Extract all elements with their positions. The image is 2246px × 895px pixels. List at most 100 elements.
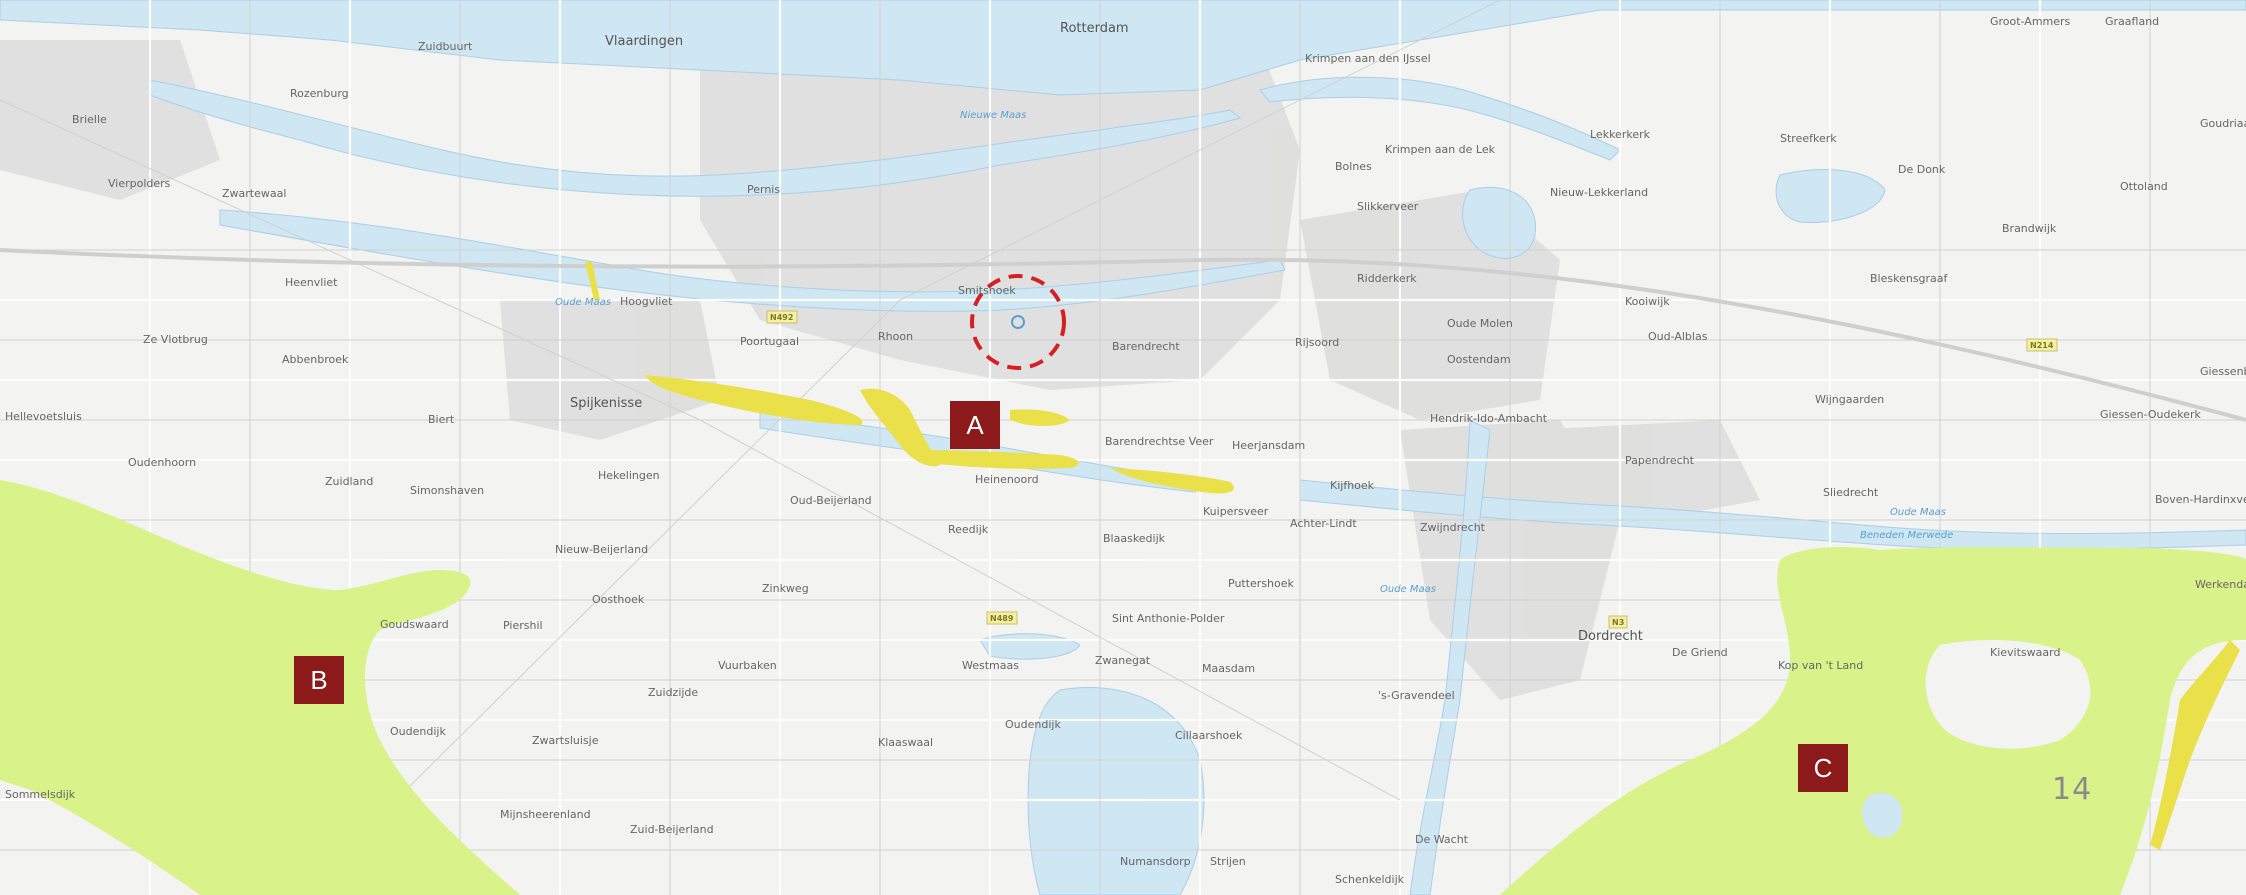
place-label-oude-molen: Oude Molen — [1447, 317, 1513, 330]
place-label-graafland: Graafland — [2105, 15, 2159, 28]
marker-c: C — [1798, 744, 1848, 792]
place-label-rotterdam: Rotterdam — [1060, 21, 1129, 36]
place-label-boven-hardinxveld: Boven-Hardinxveld — [2155, 493, 2246, 506]
place-label-groot-ammers: Groot-Ammers — [1990, 15, 2071, 28]
place-label-schenkeldijk: Schenkeldijk — [1335, 873, 1405, 886]
place-label-barendrecht: Barendrecht — [1112, 340, 1180, 353]
place-label-hoogvliet: Hoogvliet — [620, 295, 673, 308]
zone-c-hole — [1925, 640, 2091, 749]
place-label-sommelsdijk: Sommelsdijk — [5, 788, 76, 801]
place-label-rhoon: Rhoon — [878, 330, 913, 343]
place-label-bleskensgraaf: Bleskensgraaf — [1870, 272, 1949, 285]
place-label-kievitswaard: Kievitswaard — [1990, 646, 2060, 659]
place-label-slikkerveer: Slikkerveer — [1357, 200, 1419, 213]
place-label-zinkweg: Zinkweg — [762, 582, 809, 595]
place-label-zuidbuurt: Zuidbuurt — [418, 40, 473, 53]
place-label-puttershoek: Puttershoek — [1228, 577, 1295, 590]
place-label-giessenburg: Giessenburg — [2200, 365, 2246, 378]
highway — [0, 248, 2246, 422]
place-label-zwartewaal: Zwartewaal — [222, 187, 286, 200]
place-label-mijnsheerenland: Mijnsheerenland — [500, 808, 591, 821]
place-label-streefkerk: Streefkerk — [1780, 132, 1837, 145]
place-label-goudriaan: Goudriaan — [2200, 117, 2246, 130]
place-label-de-donk: De Donk — [1898, 163, 1946, 176]
road-badge-bg — [1608, 615, 1628, 629]
place-label-kuipersveer: Kuipersveer — [1203, 505, 1269, 518]
place-label-hendrik-ido: Hendrik-Ido-Ambacht — [1430, 412, 1548, 425]
road-badge-n214: N214 — [2026, 338, 2058, 352]
place-label-spijkenisse: Spijkenisse — [570, 396, 642, 411]
place-label-giessen-oudekerk: Giessen-Oudekerk — [2100, 408, 2201, 421]
place-label-piershil: Piershil — [503, 619, 543, 632]
page-number: 14 — [2052, 772, 2093, 807]
road-badge-n489: N489 — [986, 611, 1018, 625]
marker-b: B — [294, 656, 344, 704]
place-label-rijsoord: Rijsoord — [1295, 336, 1339, 349]
place-label-oud-beijerland: Oud-Beijerland — [790, 494, 872, 507]
zone-c — [1500, 547, 2246, 895]
water-label-oude-maas-w: Oude Maas — [555, 297, 611, 308]
place-label-oostendam: Oostendam — [1447, 353, 1511, 366]
road-badge-label: N489 — [990, 614, 1014, 623]
place-label-cillaarshoek: Cillaarshoek — [1175, 729, 1243, 742]
road-badge-label: N3 — [1612, 618, 1624, 627]
place-label-kijfhoek: Kijfhoek — [1330, 479, 1375, 492]
road-badge-bg — [766, 310, 798, 324]
place-label-strijen: Strijen — [1210, 855, 1246, 868]
place-label-zuidland: Zuidland — [325, 475, 373, 488]
place-label-oudendijk-2: Oudendijk — [1005, 718, 1061, 731]
road-badge-label: N214 — [2030, 341, 2054, 350]
place-label-heerjansdam: Heerjansdam — [1232, 439, 1305, 452]
place-label-papendrecht: Papendrecht — [1625, 454, 1695, 467]
place-label-westmaas: Westmaas — [962, 659, 1019, 672]
road-badge-n3: N3 — [1608, 615, 1628, 629]
place-label-abbenbroek: Abbenbroek — [282, 353, 349, 366]
place-label-goudswaard: Goudswaard — [380, 618, 449, 631]
place-label-barendrechtse-veer: Barendrechtse Veer — [1105, 435, 1214, 448]
marker-a: A — [950, 401, 1000, 449]
place-label-pernis: Pernis — [747, 183, 780, 196]
place-labels: RotterdamVlaardingenZuidbuurtRozenburgBr… — [5, 15, 2246, 886]
place-label-sint-anthoniepolder: Sint Anthonie-Polder — [1112, 612, 1225, 625]
place-label-de-wacht: De Wacht — [1415, 833, 1469, 846]
place-label-oud-alblas: Oud-Alblas — [1648, 330, 1708, 343]
place-label-hellevoetsluis: Hellevoetsluis — [5, 410, 82, 423]
place-label-zwijndrecht: Zwijndrecht — [1420, 521, 1486, 534]
road-badge-label: N492 — [770, 313, 793, 322]
place-label-biert: Biert — [428, 413, 455, 426]
place-label-bolnes: Bolnes — [1335, 160, 1372, 173]
place-label-krimpen-ijssel: Krimpen aan den IJssel — [1305, 52, 1431, 65]
place-label-ottoland: Ottoland — [2120, 180, 2168, 193]
place-label-zuidzijde: Zuidzijde — [648, 686, 698, 699]
water-label-nieuwe-maas: Nieuwe Maas — [960, 110, 1026, 121]
place-label-kooiwijk: Kooiwijk — [1625, 295, 1670, 308]
zone-c-pond — [1862, 792, 1903, 838]
place-label-vuurbaken: Vuurbaken — [718, 659, 777, 672]
place-label-smitshoek: Smitshoek — [958, 284, 1016, 297]
place-label-numansdorp: Numansdorp — [1120, 855, 1191, 868]
place-label-hekelingen: Hekelingen — [598, 469, 660, 482]
place-label-brandwijk: Brandwijk — [2002, 222, 2057, 235]
place-label-simonshaven: Simonshaven — [410, 484, 484, 497]
highlight-circle — [970, 274, 1066, 370]
water-label-oude-maas-e: Oude Maas — [1890, 507, 1946, 518]
place-label-poortugaal: Poortugaal — [740, 335, 799, 348]
place-label-ridderkerk: Ridderkerk — [1357, 272, 1417, 285]
place-label-brielle: Brielle — [72, 113, 107, 126]
place-label-wijngaarden: Wijngaarden — [1815, 393, 1884, 406]
place-label-krimpen-lek: Krimpen aan de Lek — [1385, 143, 1496, 156]
place-label-nieuw-beijerland: Nieuw-Beijerland — [555, 543, 648, 556]
zone-a — [585, 262, 2240, 850]
place-label-rozenburg: Rozenburg — [290, 87, 349, 100]
place-label-heinenoord: Heinenoord — [975, 473, 1039, 486]
place-label-reedijk: Reedijk — [948, 523, 989, 536]
place-label-zwanegat: Zwanegat — [1095, 654, 1151, 667]
place-label-sliedrecht: Sliedrecht — [1823, 486, 1879, 499]
place-label-zuid-beijerland: Zuid-Beijerland — [630, 823, 714, 836]
road-badge-bg — [2026, 338, 2058, 352]
place-label-achter-lindt: Achter-Lindt — [1290, 517, 1357, 530]
place-label-vierpolders: Vierpolders — [108, 177, 171, 190]
